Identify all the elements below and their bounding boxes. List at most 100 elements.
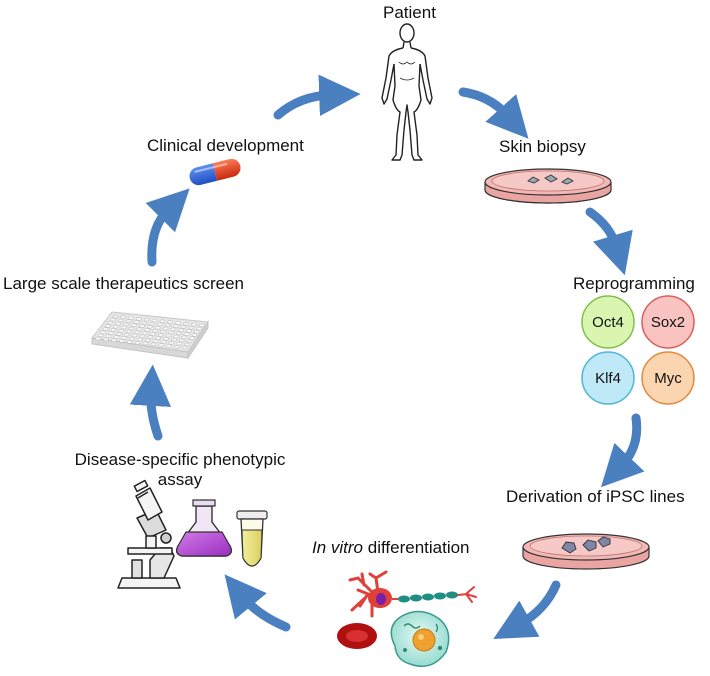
plate-well [108, 331, 114, 335]
plate-well [112, 314, 119, 319]
label-patient: Patient [383, 3, 436, 22]
arrow-assay-to-screen [129, 364, 172, 441]
plate-well [110, 328, 117, 332]
label-assay-line2: assay [157, 470, 203, 489]
arrow-clinical-to-patient [273, 74, 361, 120]
factor-circle [581, 351, 635, 405]
cycle-arrows [129, 74, 645, 639]
plate-well [131, 333, 138, 338]
plate-well [100, 330, 106, 335]
factor-label: Sox2 [651, 314, 685, 331]
plate-well [181, 345, 188, 350]
label-reprogramming: Reprogramming [573, 274, 695, 293]
plate-well [142, 341, 149, 346]
plate-well [126, 340, 133, 344]
plate-well [109, 317, 116, 322]
biopsy-petri-dish-image [484, 168, 612, 204]
plate-well [120, 315, 126, 320]
plate-well [144, 338, 151, 343]
label-in-vitro-differentiation: In vitro differentiation [312, 538, 470, 558]
patient-figure-image [381, 23, 433, 161]
plate-well [167, 330, 174, 335]
plate-well [173, 334, 180, 339]
label-derivation-ipsc: Derivation of iPSC lines [506, 487, 685, 506]
plate-well [157, 332, 164, 337]
plate-well [149, 321, 156, 326]
plate-well [141, 320, 148, 325]
plate-well [184, 342, 191, 347]
plate-well [154, 325, 161, 330]
plate-well [175, 321, 182, 325]
arrow-screen-to-clinical [145, 188, 190, 267]
factor-circle [641, 351, 695, 405]
plate-well [191, 333, 198, 337]
plate-well [158, 343, 164, 347]
plate-well [160, 340, 167, 344]
plate-well [188, 325, 195, 330]
label-clinical-development: Clinical development [147, 136, 304, 155]
plate-well [152, 328, 159, 333]
plate-well [165, 333, 172, 338]
plate-well [141, 331, 148, 336]
plate-well [164, 323, 171, 328]
plate-well [176, 341, 183, 346]
plate-well [151, 318, 158, 323]
label-therapeutics-screen: Large scale therapeutics screen [3, 274, 244, 293]
arrow-biopsy-to-reprogramming [585, 207, 633, 276]
plate-well [97, 333, 104, 338]
plate-well [170, 337, 177, 342]
plate-well [123, 322, 129, 327]
red-blood-cell-image [337, 623, 377, 649]
plate-well [173, 344, 180, 349]
plate-well [103, 337, 109, 342]
plate-well [123, 332, 130, 337]
plate-well [118, 328, 125, 333]
arrow-reprogramming-to-derivation [600, 413, 645, 488]
plate-well [193, 329, 200, 334]
plate-well [146, 324, 153, 329]
plate-well [147, 335, 154, 340]
plate-well [167, 320, 174, 324]
plate-well [126, 329, 133, 334]
microscope-image [117, 479, 181, 589]
label-differentiation: differentiation [363, 538, 470, 557]
plate-well [180, 325, 187, 329]
well-plate-image [91, 311, 209, 360]
plate-well [137, 337, 143, 342]
factor-label: Klf4 [595, 370, 621, 387]
plate-well [128, 316, 134, 320]
factor-circle [581, 295, 635, 349]
plate-well [144, 328, 151, 332]
plate-well [155, 336, 161, 340]
plate-well [149, 332, 156, 336]
plate-well [111, 338, 117, 343]
plate-well [102, 327, 109, 331]
factor-oct4: Oct4 [581, 295, 635, 349]
plate-well [152, 339, 159, 344]
plate-well [121, 336, 128, 340]
plate-well [131, 323, 137, 328]
plate-well [133, 320, 140, 324]
plate-well [134, 330, 140, 335]
arrow-differentiation-to-assay [224, 574, 291, 632]
plate-well [115, 321, 122, 326]
plate-well [186, 339, 193, 344]
plate-well [172, 324, 179, 328]
plate-well [159, 319, 166, 324]
factor-myc: Myc [641, 351, 695, 405]
plate-well [183, 321, 189, 326]
plate-well [118, 339, 125, 343]
plate-well [105, 334, 112, 339]
neuron-cell-image [348, 570, 477, 618]
plate-well [107, 320, 114, 325]
plate-well [113, 335, 120, 339]
plate-well [117, 318, 124, 323]
plate-well [136, 327, 143, 332]
plate-well [105, 324, 111, 328]
plate-well [139, 334, 146, 339]
plate-well [125, 319, 132, 324]
plate-well [95, 336, 102, 341]
